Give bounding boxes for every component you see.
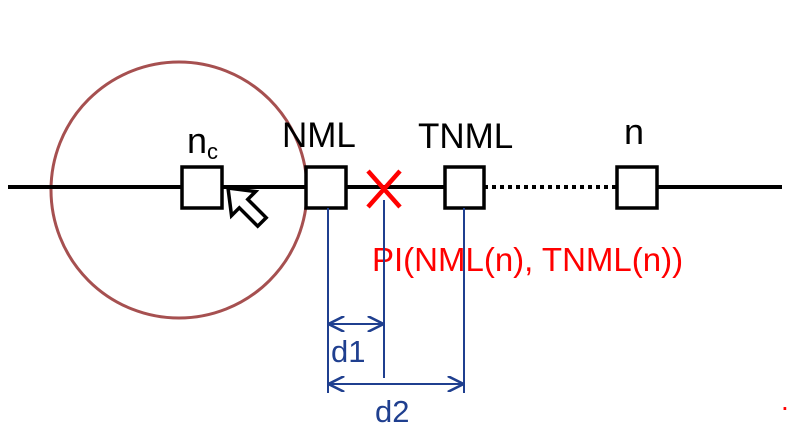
mouse-cursor-icon: [225, 185, 269, 229]
cross-icon: [366, 169, 402, 209]
label-pi: PI(NML(n), TNML(n)): [372, 241, 683, 278]
label-tnml: TNML: [418, 117, 513, 156]
node-nml: [304, 165, 348, 210]
label-n: n: [624, 111, 644, 152]
label-d2: d2: [375, 394, 409, 429]
label-nc: nc: [187, 120, 218, 164]
node-nc: [180, 165, 224, 210]
stray-dot: .: [781, 385, 789, 416]
label-nml: NML: [282, 116, 356, 155]
coverage-circle: [49, 60, 309, 320]
node-n: [615, 165, 659, 210]
node-tnml: [443, 165, 486, 210]
label-d1: d1: [331, 334, 365, 369]
